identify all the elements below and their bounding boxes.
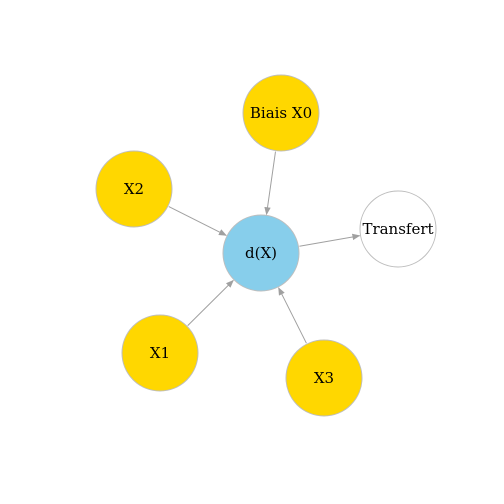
x1-node-label: X1 <box>150 344 170 362</box>
nodes: Biais X0 X2 X1 X3 d(X) Transfert <box>95 74 437 417</box>
edge-sum-to-transfer <box>299 233 361 247</box>
edges <box>168 151 361 344</box>
x2-node-label: X2 <box>124 180 144 198</box>
edge-bias-to-sum <box>264 151 276 216</box>
sum-node-label: d(X) <box>245 244 277 262</box>
edge-x3-to-sum <box>278 287 307 344</box>
transfer-node-label: Transfert <box>362 220 433 238</box>
x2-node[interactable]: X2 <box>95 150 173 228</box>
transfer-node[interactable]: Transfert <box>359 190 437 268</box>
x1-node[interactable]: X1 <box>121 314 199 392</box>
bias-node[interactable]: Biais X0 <box>242 74 320 152</box>
edge-x1-to-sum <box>187 279 234 326</box>
bias-node-label: Biais X0 <box>250 104 312 122</box>
x3-node-label: X3 <box>314 369 334 387</box>
x3-node[interactable]: X3 <box>285 339 363 417</box>
edge-x2-to-sum <box>168 206 227 236</box>
sum-node[interactable]: d(X) <box>222 214 300 292</box>
